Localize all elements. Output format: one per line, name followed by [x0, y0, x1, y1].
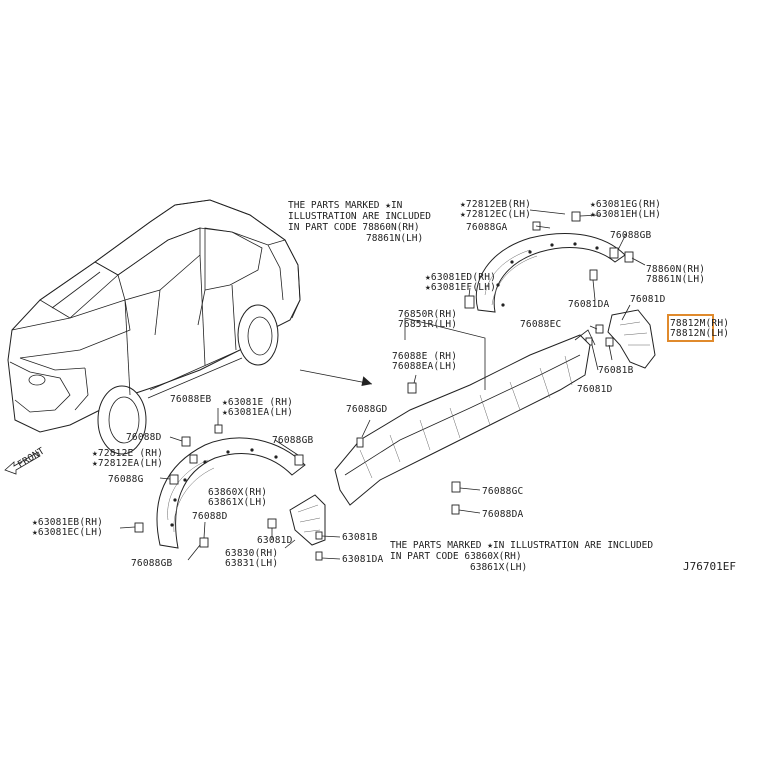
label-76081D: 76081D — [630, 294, 666, 305]
label-72812EC: ★72812EC(LH) — [460, 209, 531, 220]
label-76088GB-front: 76088GB — [272, 435, 314, 446]
label-76088G: 76088G — [108, 474, 144, 485]
front-wheel-arch-protector — [119, 408, 306, 561]
label-72812E: ★72812E (RH) — [92, 448, 163, 459]
note-bottom-line-1: THE PARTS MARKED ★IN ILLUSTRATION ARE IN… — [390, 540, 653, 551]
label-63081EG: ★63081EG(RH) — [590, 199, 661, 210]
label-63081ED: ★63081ED(RH) — [425, 272, 496, 283]
note-top-line-4: 78861N(LH) — [366, 233, 423, 244]
label-78812N: 78812N(LH) — [670, 328, 729, 339]
label-63081E: ★63081E (RH) — [222, 397, 293, 408]
label-78860N: 78860N(RH) — [646, 264, 705, 275]
note-bottom-line-2: IN PART CODE 63860X(RH) — [390, 551, 522, 562]
label-72812EB: ★72812EB(RH) — [460, 199, 531, 210]
arch-clip-dots — [496, 242, 617, 307]
label-76851R: 76851R(LH) — [398, 319, 457, 330]
label-63860X: 63860X(RH) — [208, 487, 267, 498]
front-mud-guard — [267, 494, 341, 561]
label-76088GD: 76088GD — [346, 404, 388, 415]
label-63081D: 63081D — [257, 535, 293, 546]
figure-code: J76701EF — [683, 560, 736, 573]
note-top-line-1: THE PARTS MARKED ★IN — [288, 200, 403, 211]
label-76088EC: 76088EC — [520, 319, 561, 330]
sill-moulding — [334, 317, 596, 515]
label-63081EF: ★63081EF(LH) — [425, 282, 496, 293]
label-72812EA: ★72812EA(LH) — [92, 458, 163, 469]
front-label: FRONT — [16, 445, 47, 470]
highlight-78812N — [667, 314, 714, 342]
label-63081EH: ★63081EH(LH) — [590, 209, 661, 220]
note-top: THE PARTS MARKED ★IN ILLUSTRATION ARE IN… — [288, 200, 431, 244]
label-76081D-lower: 76081D — [577, 384, 613, 395]
note-top-line-3: IN PART CODE 78860N(RH) — [288, 222, 420, 233]
label-76088GC: 76088GC — [482, 486, 523, 497]
vehicle-illustration — [7, 199, 301, 455]
note-bottom: THE PARTS MARKED ★IN ILLUSTRATION ARE IN… — [390, 540, 653, 573]
label-63081DA: 63081DA — [342, 554, 384, 565]
label-63831: 63831(LH) — [225, 558, 278, 569]
label-76088E: 76088E (RH) — [392, 351, 457, 362]
part-labels: ★72812EB(RH) ★72812EC(LH) ★63081EG(RH) ★… — [32, 199, 729, 569]
label-78812M: 78812M(RH) — [670, 318, 729, 329]
front-direction-indicator: FRONT — [4, 445, 47, 475]
rear-wheel-arch-protector — [464, 209, 646, 313]
label-63081EA: ★63081EA(LH) — [222, 407, 293, 418]
label-76850R: 76850R(RH) — [398, 309, 457, 320]
rear-mud-guard — [585, 304, 656, 371]
label-76088EB: 76088EB — [170, 394, 212, 405]
label-76081B: 76081B — [598, 365, 634, 376]
label-76088GA: 76088GA — [466, 222, 508, 233]
label-63081EC: ★63081EC(LH) — [32, 527, 103, 538]
note-bottom-line-3: 63861X(LH) — [470, 562, 527, 573]
label-76088D: 76088D — [126, 432, 162, 443]
label-63830: 63830(RH) — [225, 548, 278, 559]
label-76088GB-bottom: 76088GB — [131, 558, 173, 569]
explode-arrow — [299, 369, 373, 387]
label-63081B: 63081B — [342, 532, 378, 543]
label-63081EB: ★63081EB(RH) — [32, 517, 103, 528]
label-63861X: 63861X(LH) — [208, 497, 267, 508]
label-78861N: 78861N(LH) — [646, 274, 705, 285]
note-top-line-2: ILLUSTRATION ARE INCLUDED — [288, 211, 431, 222]
label-76088GB-rear: 76088GB — [610, 230, 652, 241]
front-arch-clip-dots — [170, 448, 278, 527]
label-76088DA: 76088DA — [482, 509, 524, 520]
label-76088EA: 76088EA(LH) — [392, 361, 457, 372]
label-76081DA: 76081DA — [568, 299, 610, 310]
label-76088D-lower: 76088D — [192, 511, 228, 522]
